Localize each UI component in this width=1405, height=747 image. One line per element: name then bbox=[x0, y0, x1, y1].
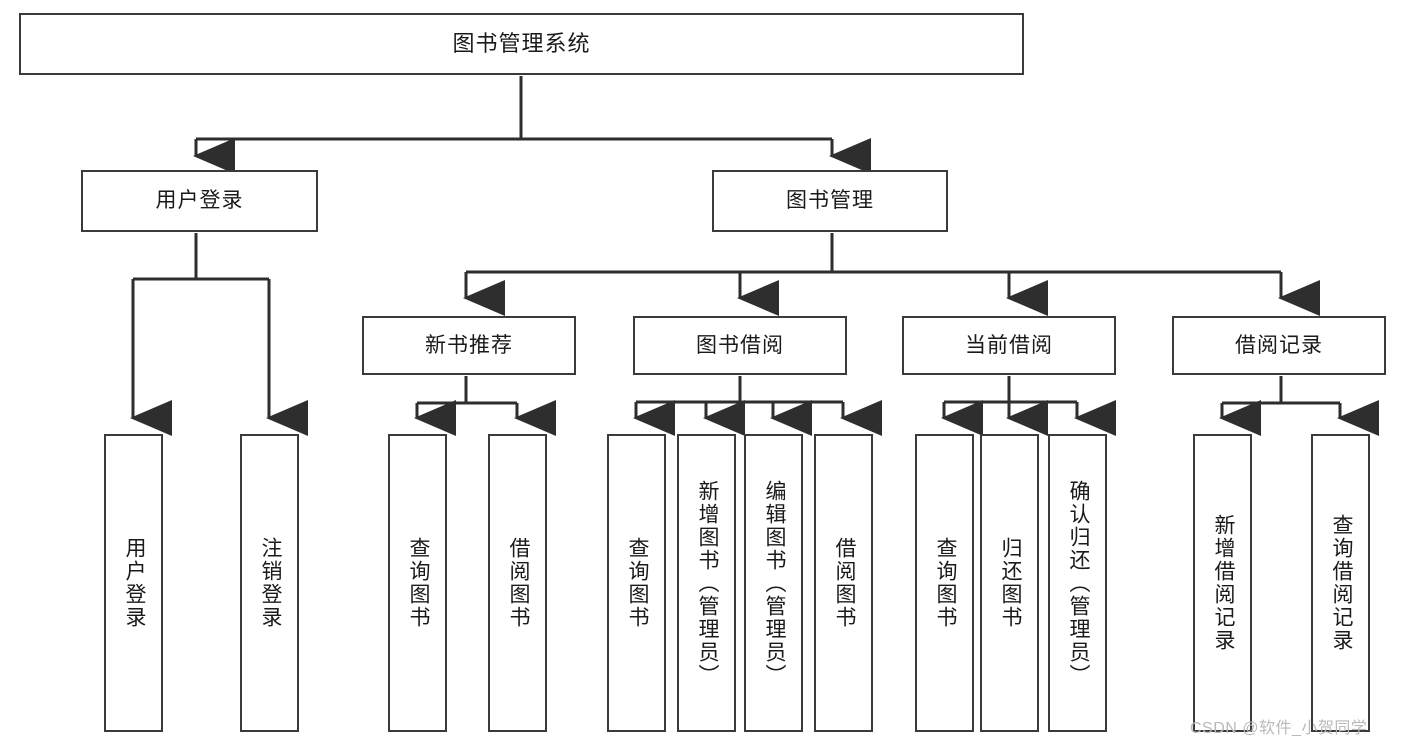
node-user-login[interactable]: 用户登录 bbox=[81, 170, 318, 232]
node-borrow-record[interactable]: 借阅记录 bbox=[1172, 316, 1386, 375]
node-label: 当前借阅 bbox=[965, 333, 1053, 357]
node-label: 新书推荐 bbox=[425, 333, 513, 357]
node-label: 查询借阅记录 bbox=[1329, 514, 1353, 652]
node-label: 查询图书 bbox=[625, 537, 649, 629]
watermark-text: CSDN @软件_小贺同学 bbox=[1190, 720, 1368, 737]
leaf-node-borrow-book[interactable]: 借阅图书 bbox=[814, 434, 873, 732]
node-label: 图书管理系统 bbox=[452, 30, 591, 56]
leaf-node-confirm-return-admin[interactable]: 确认归还（管理员） bbox=[1048, 434, 1107, 732]
node-book-management[interactable]: 图书管理 bbox=[712, 170, 948, 232]
node-label: 注销登录 bbox=[258, 537, 282, 629]
node-label: 新增图书（管理员） bbox=[695, 479, 719, 687]
node-label: 用户登录 bbox=[122, 537, 146, 629]
node-label: 编辑图书（管理员） bbox=[762, 479, 786, 687]
leaf-node-query-borrow-record[interactable]: 查询借阅记录 bbox=[1311, 434, 1370, 732]
leaf-node-edit-book-admin[interactable]: 编辑图书（管理员） bbox=[744, 434, 803, 732]
leaf-node-borrow-book-recommend[interactable]: 借阅图书 bbox=[488, 434, 547, 732]
leaf-node-user-login[interactable]: 用户登录 bbox=[104, 434, 163, 732]
node-label: 图书管理 bbox=[786, 189, 874, 213]
node-book-borrow[interactable]: 图书借阅 bbox=[633, 316, 847, 375]
leaf-node-query-book-recommend[interactable]: 查询图书 bbox=[388, 434, 447, 732]
node-label: 借阅记录 bbox=[1235, 333, 1323, 357]
node-label: 新增借阅记录 bbox=[1211, 514, 1235, 652]
node-label: 查询图书 bbox=[406, 537, 430, 629]
node-label: 借阅图书 bbox=[506, 537, 530, 629]
node-label: 用户登录 bbox=[155, 189, 244, 213]
leaf-node-return-book[interactable]: 归还图书 bbox=[980, 434, 1039, 732]
node-label: 查询图书 bbox=[933, 537, 957, 629]
leaf-node-query-book-borrow[interactable]: 查询图书 bbox=[607, 434, 666, 732]
leaf-node-add-book-admin[interactable]: 新增图书（管理员） bbox=[677, 434, 736, 732]
node-label: 借阅图书 bbox=[832, 537, 856, 629]
leaf-node-query-book-current[interactable]: 查询图书 bbox=[915, 434, 974, 732]
node-label: 归还图书 bbox=[998, 537, 1022, 629]
node-label: 图书借阅 bbox=[696, 333, 784, 357]
node-new-book-recommend[interactable]: 新书推荐 bbox=[362, 316, 576, 375]
node-label: 确认归还（管理员） bbox=[1066, 479, 1090, 687]
leaf-node-logout-login[interactable]: 注销登录 bbox=[240, 434, 299, 732]
leaf-node-add-borrow-record[interactable]: 新增借阅记录 bbox=[1193, 434, 1252, 732]
node-current-borrow[interactable]: 当前借阅 bbox=[902, 316, 1116, 375]
node-root-book-management-system[interactable]: 图书管理系统 bbox=[19, 13, 1024, 75]
